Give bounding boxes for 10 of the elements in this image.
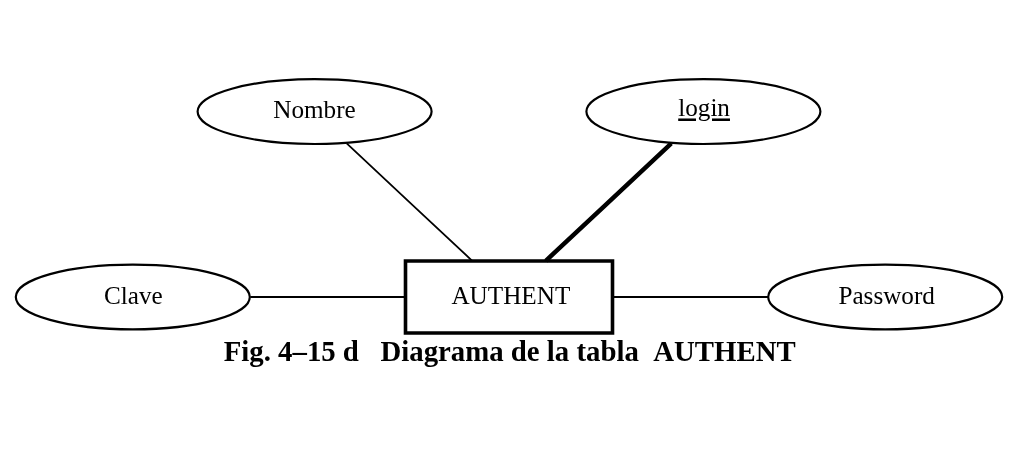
connector bbox=[345, 142, 474, 262]
node-ellipse: login bbox=[585, 78, 822, 146]
node-box: AUTHENT bbox=[403, 259, 615, 335]
node-ellipse: Password bbox=[767, 263, 1004, 331]
node-ellipse: Clave bbox=[14, 263, 251, 331]
caption: Fig. 4–15 d Diagrama de la tabla AUTHENT bbox=[223, 335, 796, 368]
connector bbox=[249, 296, 407, 298]
node-ellipse: Nombre bbox=[196, 78, 433, 146]
connector bbox=[611, 296, 769, 298]
connector bbox=[544, 141, 673, 263]
